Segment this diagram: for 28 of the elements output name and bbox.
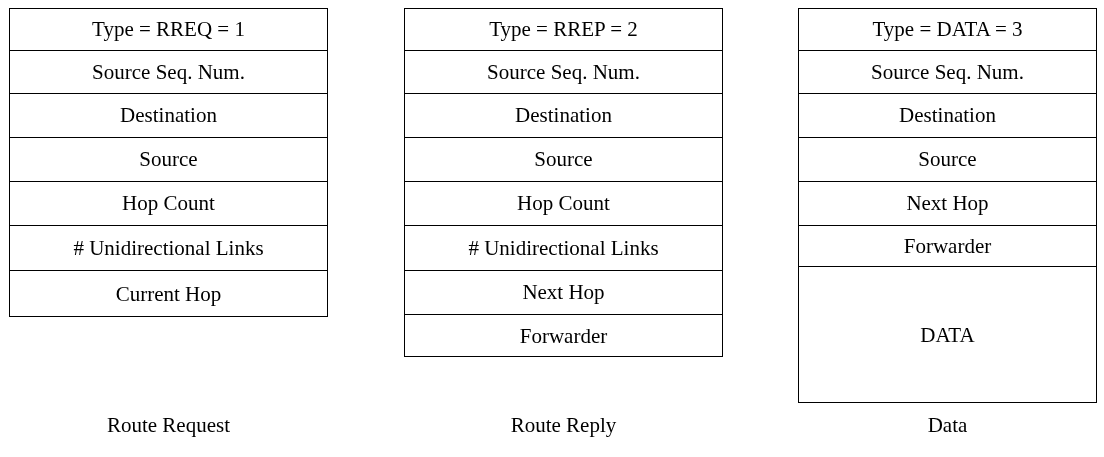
packet-format-box bbox=[9, 8, 328, 317]
field-label: Destination bbox=[120, 103, 217, 128]
field-label: Forwarder bbox=[519, 324, 608, 349]
field-label: DATA bbox=[920, 323, 975, 348]
field-label: Source bbox=[139, 147, 198, 172]
field-label: # Unidirectional Links bbox=[73, 235, 264, 261]
packet-format-box bbox=[404, 8, 723, 357]
field-label: Source bbox=[534, 147, 593, 172]
field-label: Type = RREQ = 1 bbox=[92, 17, 245, 42]
field-label: Next Hop bbox=[906, 191, 989, 216]
field-label: Source bbox=[918, 147, 977, 172]
field-label: Forwarder bbox=[903, 233, 992, 259]
field-label: Destination bbox=[515, 103, 612, 128]
field-label: Hop Count bbox=[122, 191, 215, 216]
field-label: Destination bbox=[899, 103, 996, 128]
field-label: Source Seq. Num. bbox=[487, 59, 640, 85]
packet-caption: Route Request bbox=[105, 413, 232, 438]
field-label: Type = RREP = 2 bbox=[489, 17, 638, 42]
packet-caption: Route Reply bbox=[509, 413, 618, 438]
field-label: Source Seq. Num. bbox=[871, 59, 1024, 85]
field-label: Type = DATA = 3 bbox=[872, 17, 1023, 42]
field-label: # Unidirectional Links bbox=[468, 235, 659, 261]
field-label: Next Hop bbox=[522, 280, 605, 305]
packet-format-box bbox=[798, 8, 1097, 403]
packet-caption: Data bbox=[926, 413, 969, 438]
field-label: Source Seq. Num. bbox=[92, 59, 245, 85]
field-label: Hop Count bbox=[517, 191, 610, 216]
field-label: Current Hop bbox=[115, 282, 222, 307]
